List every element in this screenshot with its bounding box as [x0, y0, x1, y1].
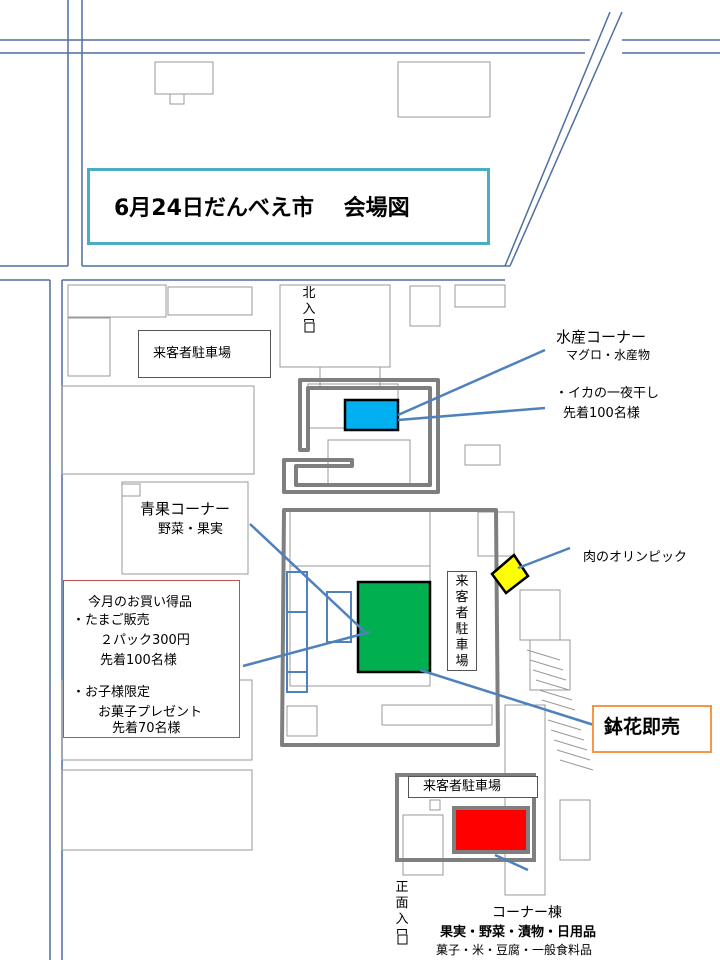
- seafood-corner-title: 水産コーナー: [556, 328, 647, 346]
- deals-kids-line2: お菓子プレゼント: [98, 705, 203, 720]
- title-box: 6月24日だんべえ市 会場図: [87, 168, 490, 245]
- deals-kids-line3: 先着70名様: [112, 721, 181, 736]
- leader-lines: [242, 348, 595, 872]
- north-site-outline: [282, 378, 440, 494]
- deals-kids-line1: ・お子様限定: [72, 685, 151, 700]
- north-entrance-marker: [304, 322, 315, 333]
- parking-stripes: [526, 649, 594, 771]
- squid-offer-line2: 先着100名様: [563, 406, 640, 421]
- produce-corner-subtitle: 野菜・果実: [158, 522, 224, 537]
- corner-building-line2: 菓子・米・豆腐・一般食料品: [436, 943, 593, 957]
- corner-building-area: [452, 806, 530, 854]
- seafood-corner-subtitle: マグロ・水産物: [566, 348, 651, 362]
- produce-corner-title: 青果コーナー: [140, 500, 231, 518]
- meat-corner-area: [490, 553, 530, 595]
- north-entrance-label: 北入口: [302, 286, 316, 322]
- flowers-sale-box: 鉢花即売: [592, 705, 712, 753]
- deals-heading: 今月のお買い得品: [88, 595, 193, 610]
- page-title: 6月24日だんべえ市 会場図: [114, 196, 410, 221]
- meat-corner-title: 肉のオリンピック: [583, 550, 688, 565]
- corner-building-title: コーナー棟: [492, 905, 562, 921]
- main-entrance-marker: [397, 934, 408, 945]
- squid-offer-line1: ・イカの一夜干し: [555, 386, 660, 401]
- parking-label-text: 来客者駐車場: [423, 779, 502, 794]
- parking-label-northwest: 来客者駐車場: [138, 330, 271, 378]
- deals-egg-line1: ・たまご販売: [72, 613, 150, 628]
- produce-corner-area: [356, 580, 432, 674]
- deals-egg-line2: ２パック300円: [100, 633, 190, 648]
- corner-building-line1: 果実・野菜・漬物・日用品: [440, 925, 597, 940]
- south-site-outline: [395, 773, 536, 862]
- parking-label-east: 来客者駐車場: [447, 571, 477, 671]
- main-site-outline: [280, 508, 500, 747]
- parking-label-text: 来客者駐車場: [153, 346, 232, 361]
- deals-egg-line3: 先着100名様: [100, 653, 177, 668]
- monthly-deals-box: 今月のお買い得品 ・たまご販売 ２パック300円 先着100名様 ・お子様限定 …: [63, 580, 240, 738]
- parking-label-south: 来客者駐車場: [408, 776, 538, 798]
- flowers-sale-title: 鉢花即売: [604, 716, 681, 738]
- main-entrance-label: 正面入口: [395, 880, 409, 934]
- seafood-corner-area: [343, 398, 400, 432]
- parking-label-text: 来客者駐車場: [455, 574, 469, 669]
- west-stalls: [286, 571, 352, 693]
